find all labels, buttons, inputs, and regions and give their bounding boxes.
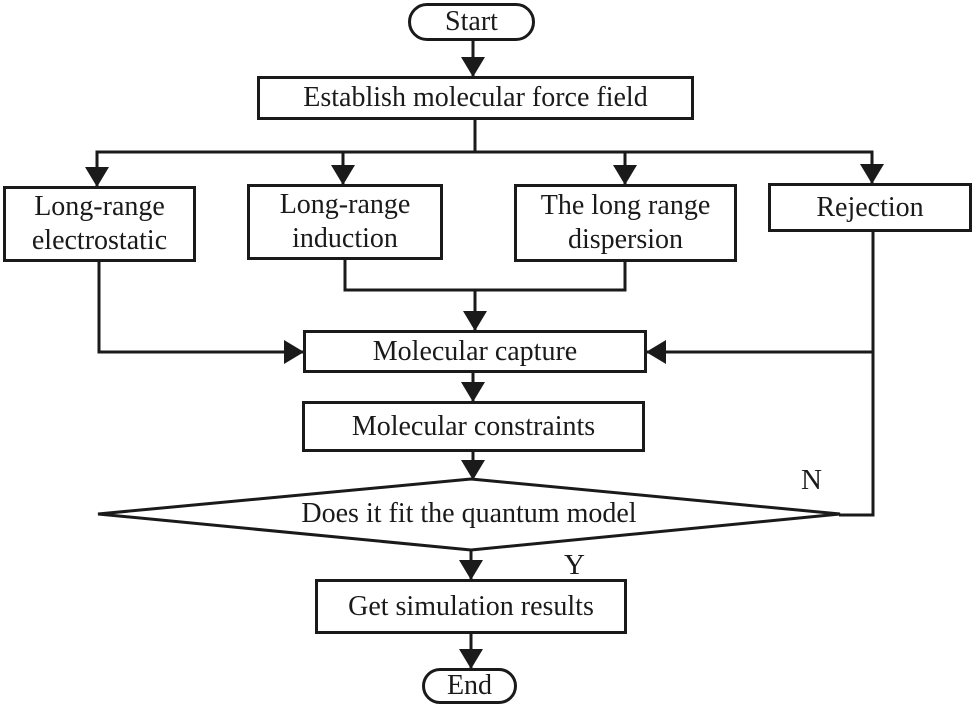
node-decision-label: Does it fit the quantum model <box>301 498 637 529</box>
edge-rejection-decision-feedback <box>839 232 875 517</box>
node-establish-label: Establish molecular force field <box>303 82 648 113</box>
node-end: End <box>422 668 517 704</box>
node-molecular-constraints: Molecular constraints <box>302 401 645 452</box>
node-start-label: Start <box>445 6 498 37</box>
node-dispersion-label: The long range dispersion <box>540 190 711 255</box>
node-results-label: Get simulation results <box>348 590 594 622</box>
node-get-simulation-results: Get simulation results <box>315 579 627 634</box>
node-long-range-induction: Long-range induction <box>247 184 443 260</box>
node-long-range-electrostatic: Long-range electrostatic <box>3 186 196 262</box>
edge-electrostatic-capture <box>97 262 304 364</box>
node-rejection-label: Rejection <box>816 191 924 223</box>
node-capture-label: Molecular capture <box>372 335 578 367</box>
node-constraints-label: Molecular constraints <box>351 410 596 442</box>
branch-label-no: N <box>801 464 822 496</box>
node-establish-force-field: Establish molecular force field <box>257 76 694 120</box>
node-rejection: Rejection <box>768 183 972 232</box>
node-electrostatic-label: Long-range electrostatic <box>31 191 168 256</box>
node-end-label: End <box>446 670 493 701</box>
node-induction-label: Long-range induction <box>279 189 411 254</box>
node-long-range-dispersion: The long range dispersion <box>514 184 737 262</box>
branch-label-yes: Y <box>564 549 585 581</box>
node-molecular-capture: Molecular capture <box>303 330 647 373</box>
node-start: Start <box>408 3 535 41</box>
